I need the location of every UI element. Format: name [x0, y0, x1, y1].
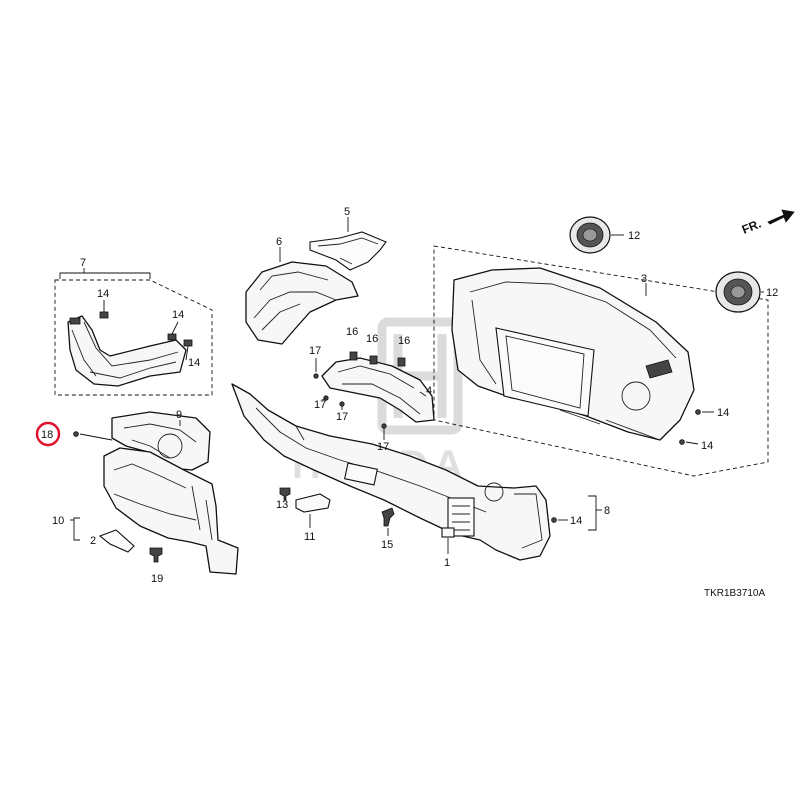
callout-5: 5	[344, 206, 350, 218]
callout-16-a: 16	[346, 326, 358, 338]
front-arrow-icon	[767, 209, 795, 225]
diagram-code: TKR1B3710A	[704, 588, 765, 599]
callout-14-b: 14	[172, 309, 184, 321]
part-12-vent-lower	[715, 271, 764, 313]
part-7-group	[54, 268, 213, 396]
callout-6: 6	[276, 236, 282, 248]
callout-7: 7	[80, 257, 86, 269]
callout-4: 4	[426, 385, 432, 397]
callout-14-c: 14	[188, 357, 200, 369]
part-19-clip	[149, 547, 163, 563]
callout-10: 10	[52, 515, 64, 527]
part-2	[98, 529, 135, 553]
callout-labels: 1 2 3 4 5 6 7 8 9 10 11 12 12 13 14 14 1…	[41, 206, 778, 585]
callout-17-a: 17	[309, 345, 321, 357]
part-3-instrument-panel	[433, 245, 769, 477]
part-10-bracket	[70, 517, 80, 541]
callout-3: 3	[641, 273, 647, 285]
callout-9: 9	[176, 409, 182, 421]
part-8-bracket	[551, 495, 602, 531]
callout-14-f: 14	[570, 515, 582, 527]
callout-14-d: 14	[717, 407, 729, 419]
callout-17-c: 17	[336, 411, 348, 423]
front-direction-indicator: FR.	[740, 209, 795, 237]
callout-16-c: 16	[398, 335, 410, 347]
callout-12-upper: 12	[628, 230, 640, 242]
part-15-clip	[381, 507, 395, 536]
callout-19: 19	[151, 573, 163, 585]
part-13-clip	[279, 487, 291, 501]
callout-8: 8	[604, 505, 610, 517]
callout-13: 13	[276, 499, 288, 511]
callout-12-lower: 12	[766, 287, 778, 299]
callout-2: 2	[90, 535, 96, 547]
callout-1: 1	[444, 557, 450, 569]
part-11	[295, 493, 331, 528]
callout-17-d: 17	[377, 441, 389, 453]
callout-16-b: 16	[366, 333, 378, 345]
part-5	[309, 217, 387, 271]
callout-15: 15	[381, 539, 393, 551]
part-9-10	[103, 411, 239, 575]
part-18-screw	[73, 431, 113, 441]
part-6	[245, 247, 359, 345]
callout-14-a: 14	[97, 288, 109, 300]
callout-18: 18	[41, 429, 53, 441]
callout-11: 11	[304, 531, 315, 543]
front-direction-label: FR.	[740, 217, 763, 237]
callout-18-highlight-ring	[35, 421, 61, 447]
callout-14-e: 14	[701, 440, 713, 452]
part-1-8-lower-panel	[231, 383, 551, 561]
part-12-vent-upper	[569, 216, 624, 254]
callout-17-b: 17	[314, 399, 326, 411]
